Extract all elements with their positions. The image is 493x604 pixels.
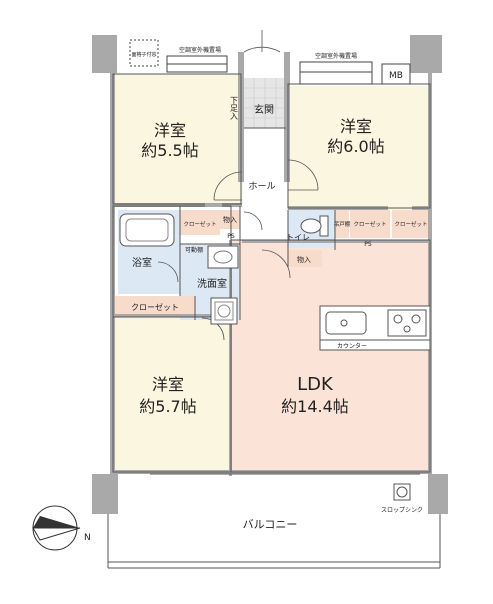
- closet-room-c-fill: [115, 296, 195, 317]
- compass-icon: [32, 505, 81, 551]
- ps-a-label: PS: [227, 233, 235, 240]
- counter-bar: [319, 339, 431, 351]
- ldk-fill: [231, 240, 430, 474]
- compass-n-label: N: [84, 533, 91, 543]
- shoebox-label-vertical: 下足入: [230, 96, 239, 120]
- wall-cabinet-fill: [335, 210, 349, 238]
- ldk-size: 約14.4帖: [281, 397, 349, 416]
- storage-a-fill: [220, 210, 240, 229]
- bathtub-icon: [119, 213, 175, 247]
- bath-label: 浴室: [132, 256, 152, 269]
- slop-sink-label: スロップシンク: [381, 507, 423, 514]
- toilet-label: トイレ: [286, 233, 310, 242]
- room-c-size: 約5.7帖: [139, 397, 196, 416]
- closet-b1-fill: [350, 210, 390, 238]
- sash-note-label: 面格子付窓: [131, 51, 156, 58]
- toilet-icon: [300, 215, 329, 237]
- storage-b-label: 物入: [297, 255, 311, 264]
- sink-icon: [325, 311, 367, 335]
- washroom-label: 洗面室: [197, 277, 227, 290]
- room-b-name: 洋室: [340, 117, 372, 136]
- room-c-name: 洋室: [152, 375, 184, 394]
- ldk-name: LDK: [297, 374, 334, 395]
- washbasin-icon: [207, 245, 239, 269]
- closet-b1-label: クローゼット: [353, 220, 386, 228]
- closet-room-a-label: クローゼット: [183, 220, 216, 228]
- ps-b-label: PS: [364, 241, 372, 248]
- storage-b-fill: [288, 250, 322, 267]
- mb-label: MB: [389, 71, 403, 81]
- storage-a-label: 物入: [223, 215, 237, 224]
- closet-b2-label: クローゼット: [394, 220, 427, 228]
- closet-room-a-fill: [180, 210, 220, 235]
- balcony-label: バルコニー: [243, 518, 298, 531]
- stove-icon: [387, 309, 427, 337]
- room-a-name: 洋室: [154, 121, 186, 140]
- western-room-c-fill: [113, 317, 231, 472]
- western-room-a-fill: [113, 74, 243, 204]
- entrance-label: 玄関: [254, 103, 274, 116]
- western-room-b-fill: [288, 86, 430, 210]
- wall-cabinet-label: 吊戸棚: [334, 220, 351, 228]
- mb-box: [381, 63, 411, 85]
- door-swings: [157, 30, 319, 341]
- counter-label: カウンター: [337, 342, 367, 350]
- closet-b2-fill: [392, 210, 430, 238]
- room-b-size: 約6.0帖: [327, 137, 384, 156]
- hall-label: ホール: [248, 181, 275, 192]
- closet-room-c-label: クローゼット: [131, 302, 179, 312]
- ac-sleeve-b-label: 空調室外機置場: [315, 52, 357, 60]
- slop-sink-icon: [393, 483, 411, 501]
- entrance-tiles: [244, 78, 286, 128]
- window-sashes: [129, 39, 373, 85]
- room-a-size: 約5.5帖: [141, 141, 198, 160]
- movable-shelf-label: 可動棚: [185, 246, 203, 254]
- ac-sleeve-a-label: 空調室外機置場: [179, 46, 221, 54]
- balcony: [107, 473, 441, 569]
